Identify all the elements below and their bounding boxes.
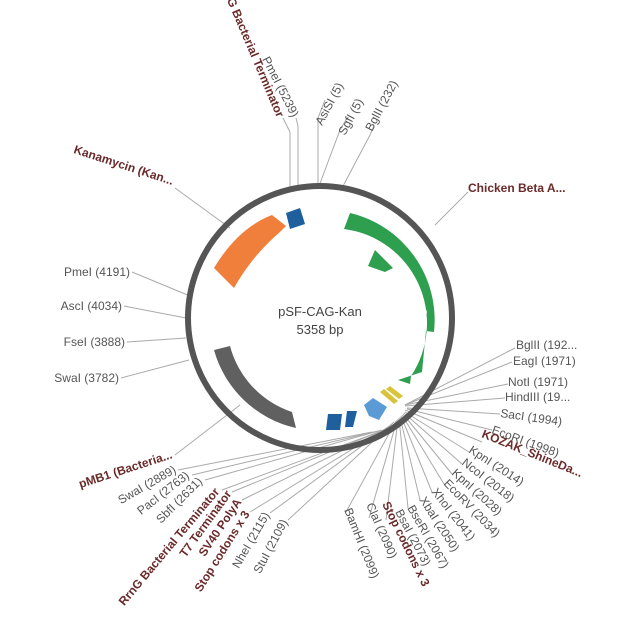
label-fsei-3888[interactable]: FseI (3888) — [64, 335, 125, 349]
chicken-beta-actin-feature[interactable] — [368, 250, 393, 272]
label-saci-1994[interactable]: SacI (1994) — [500, 406, 563, 428]
label-noti-1971[interactable]: NotI (1971) — [508, 375, 568, 389]
label-kanamycin[interactable]: Kanamycin (Kan... — [72, 142, 175, 187]
cag-feature-arrow[interactable] — [344, 213, 435, 384]
plasmid-name: pSF-CAG-Kan — [278, 304, 362, 319]
label-chicken[interactable]: Chicken Beta A... — [468, 181, 566, 195]
sv40-polya-feature[interactable] — [345, 411, 357, 427]
plasmid-size: 5358 bp — [297, 322, 344, 337]
label-eagi-1971[interactable]: EagI (1971) — [513, 354, 576, 368]
label-bglii-232[interactable]: BglII (232) — [362, 78, 400, 133]
label-hindiii-19[interactable]: HindIII (19... — [505, 390, 570, 404]
features — [214, 208, 435, 430]
label-rrng-top[interactable]: RrnG Bacterial Terminator — [216, 0, 287, 119]
label-swai-3782[interactable]: SwaI (3782) — [54, 371, 119, 385]
label-pmei-4191[interactable]: PmeI (4191) — [64, 265, 130, 279]
rrng-terminator-bottom-feature[interactable] — [326, 414, 342, 430]
label-asci-4034[interactable]: AscI (4034) — [61, 299, 122, 313]
label-sgfi-5[interactable]: SgfI (5) — [335, 96, 366, 137]
label-bglii-192[interactable]: BglII (192... — [516, 338, 577, 352]
rrng-terminator-top-feature[interactable] — [286, 208, 305, 229]
kozak-feature[interactable] — [364, 398, 387, 420]
pmb1-feature[interactable] — [214, 346, 296, 428]
stop-codons-feature-b[interactable] — [386, 386, 403, 399]
stop-codons-feature-a[interactable] — [380, 389, 398, 404]
plasmid-backbone — [185, 183, 455, 453]
kanamycin-feature-arrow[interactable] — [214, 215, 286, 288]
